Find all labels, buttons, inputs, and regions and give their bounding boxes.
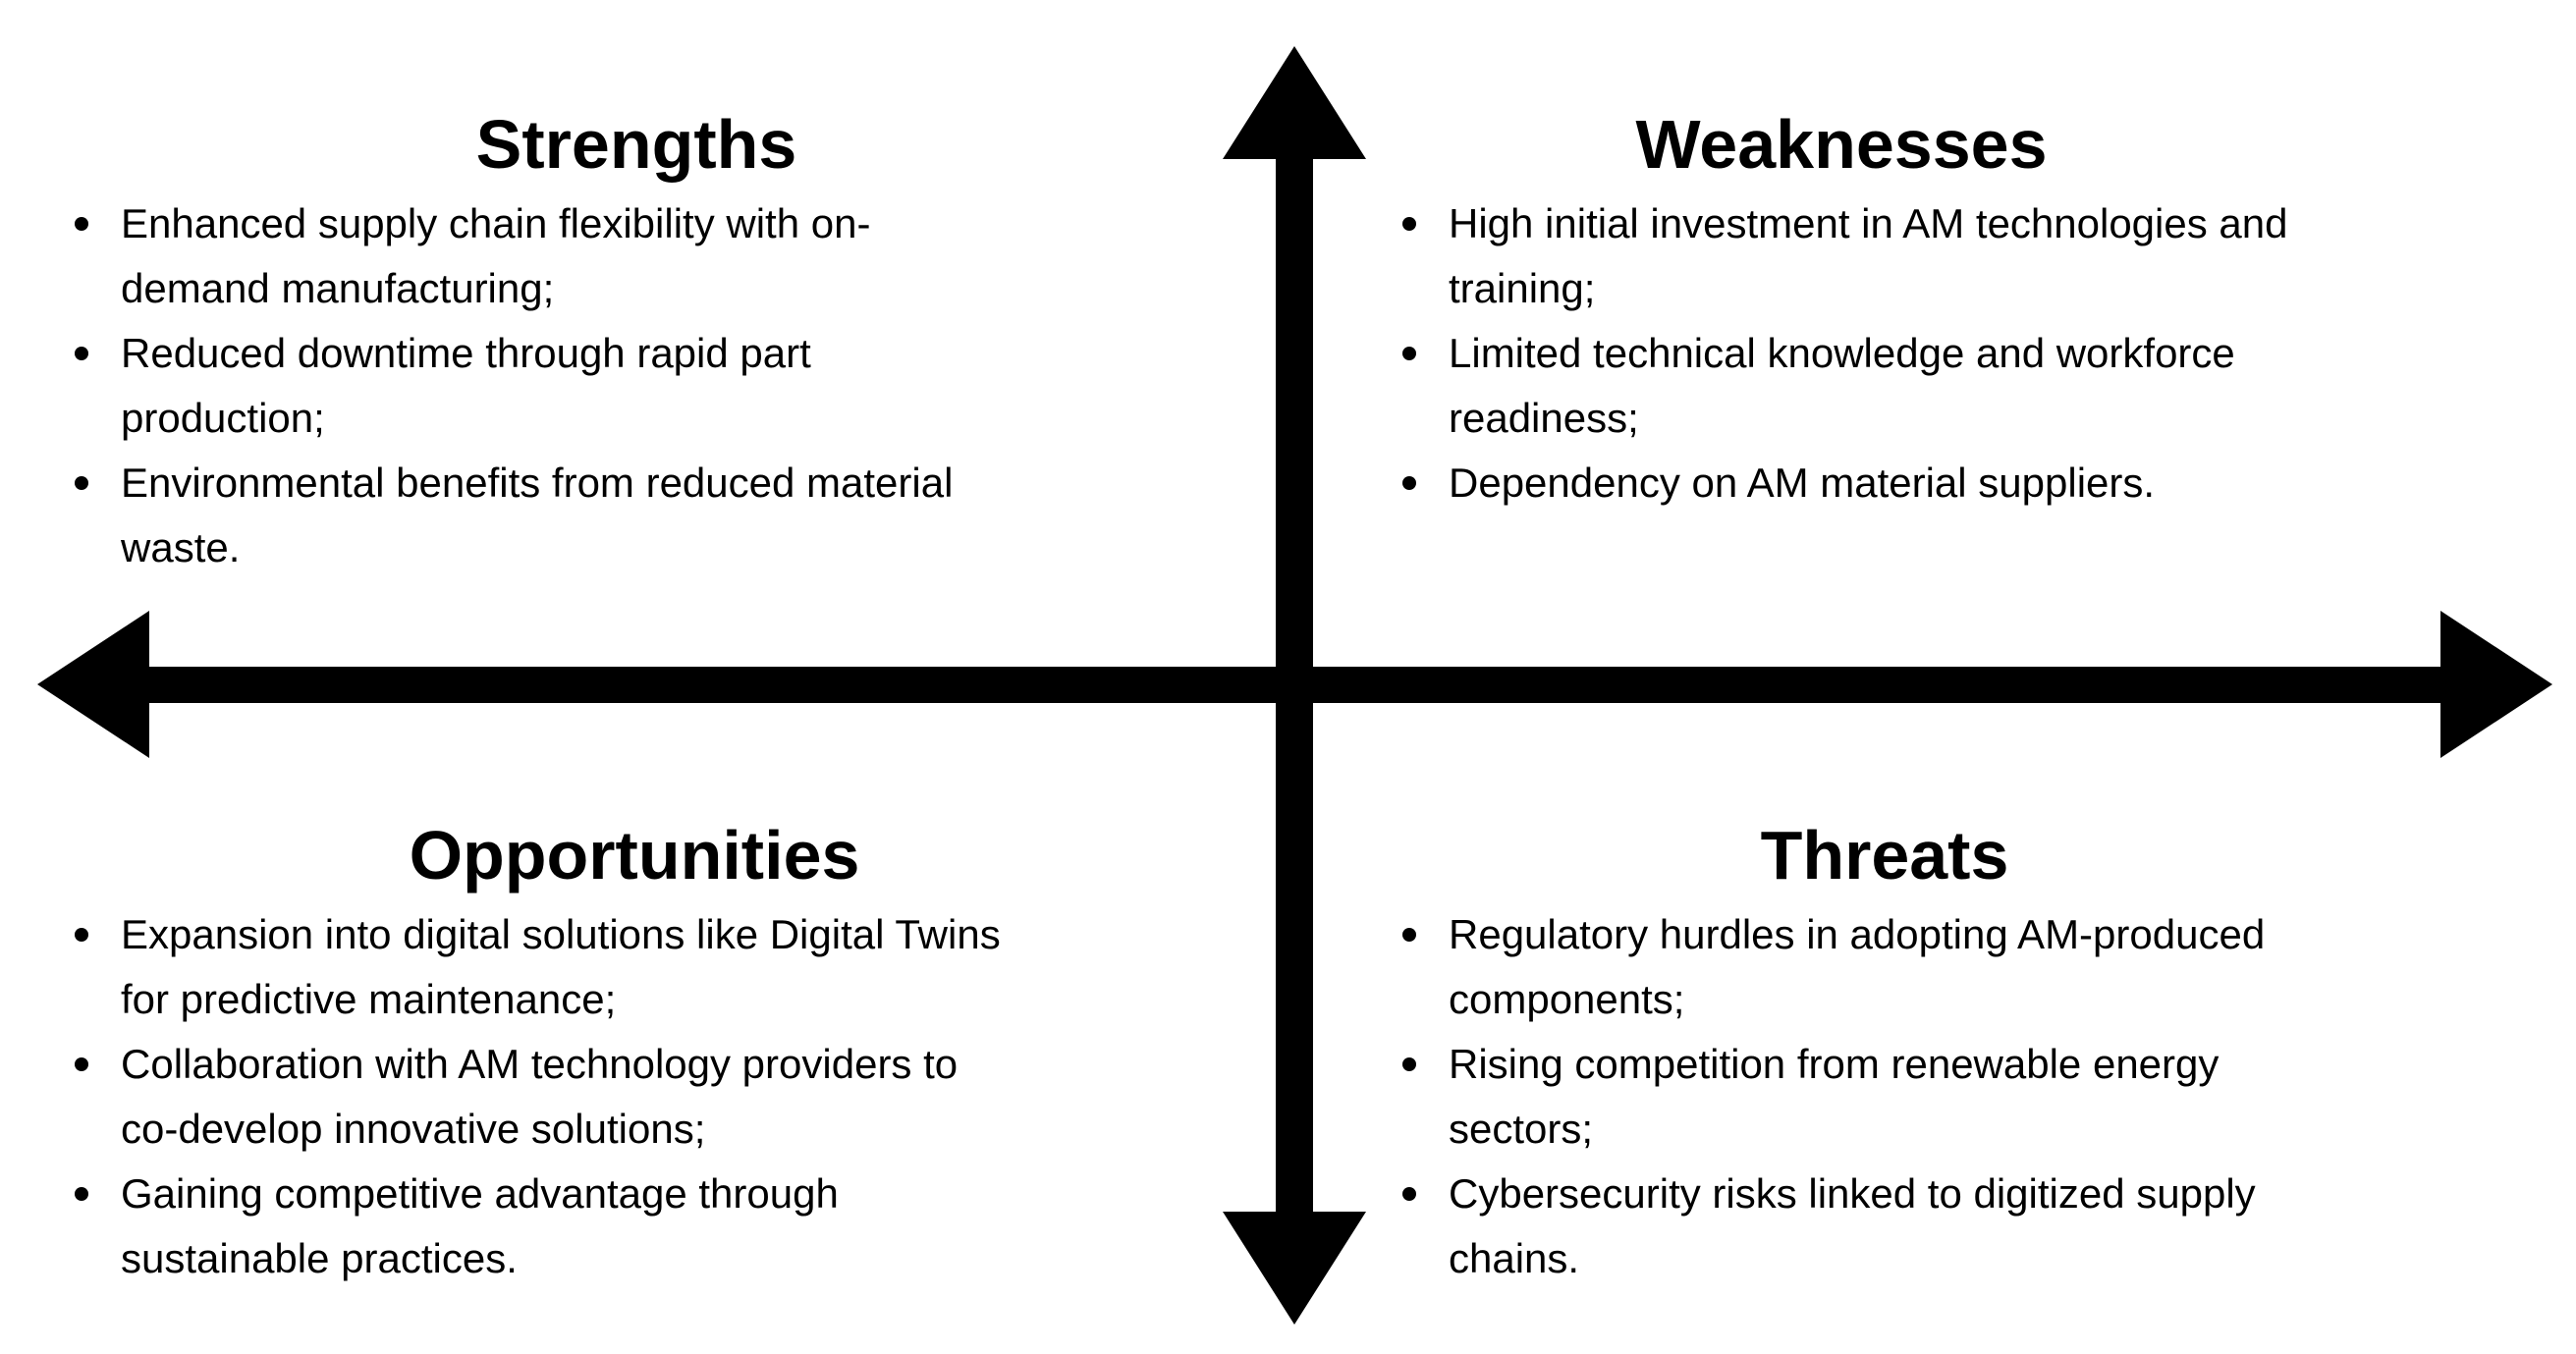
weaknesses-list: High initial investment in AM technologi… — [1402, 191, 2556, 515]
horizontal-axis-arrow-icon — [37, 611, 2552, 758]
list-item-text: Collaboration with AM technology provide… — [121, 1041, 959, 1152]
list-item: Gaining competitive advantage through su… — [75, 1162, 1263, 1291]
list-item: Environmental benefits from reduced mate… — [75, 451, 1263, 580]
strengths-title: Strengths — [475, 106, 797, 184]
weaknesses-title: Weaknesses — [1635, 106, 2048, 184]
list-item-text: Reduced downtime through rapid part prod… — [121, 330, 811, 441]
list-item: Enhanced supply chain flexibility with o… — [75, 191, 1263, 321]
bullet-icon — [75, 476, 88, 490]
list-item-text: Rising competition from renewable energy… — [1449, 1041, 2220, 1152]
list-item-text: Environmental benefits from reduced mate… — [121, 460, 954, 570]
list-item: Rising competition from renewable energy… — [1402, 1032, 2556, 1162]
bullet-icon — [1402, 347, 1416, 360]
list-item-text: Dependency on AM material suppliers. — [1449, 460, 2156, 506]
opportunities-list: Expansion into digital solutions like Di… — [75, 902, 1263, 1291]
list-item-text: Cybersecurity risks linked to digitized … — [1449, 1170, 2256, 1281]
list-item-text: Expansion into digital solutions like Di… — [121, 911, 1001, 1022]
list-item: Cybersecurity risks linked to digitized … — [1402, 1162, 2556, 1291]
strengths-list: Enhanced supply chain flexibility with o… — [75, 191, 1263, 580]
bullet-icon — [75, 347, 88, 360]
list-item-text: Limited technical knowledge and workforc… — [1449, 330, 2235, 441]
list-item: Regulatory hurdles in adopting AM-produc… — [1402, 902, 2556, 1032]
list-item: High initial investment in AM technologi… — [1402, 191, 2556, 321]
list-item: Reduced downtime through rapid part prod… — [75, 321, 1263, 451]
bullet-icon — [1402, 476, 1416, 490]
bullet-icon — [75, 928, 88, 942]
threats-title: Threats — [1760, 817, 2009, 894]
list-item: Dependency on AM material suppliers. — [1402, 451, 2556, 515]
bullet-icon — [1402, 217, 1416, 231]
list-item: Limited technical knowledge and workforc… — [1402, 321, 2556, 451]
list-item-text: Enhanced supply chain flexibility with o… — [121, 200, 871, 311]
bullet-icon — [1402, 928, 1416, 942]
list-item: Expansion into digital solutions like Di… — [75, 902, 1263, 1032]
bullet-icon — [75, 217, 88, 231]
bullet-icon — [75, 1057, 88, 1071]
list-item-text: Regulatory hurdles in adopting AM-produc… — [1449, 911, 2266, 1022]
bullet-icon — [1402, 1057, 1416, 1071]
list-item-text: Gaining competitive advantage through su… — [121, 1170, 839, 1281]
list-item: Collaboration with AM technology provide… — [75, 1032, 1263, 1162]
opportunities-title: Opportunities — [409, 817, 860, 894]
list-item-text: High initial investment in AM technologi… — [1449, 200, 2288, 311]
threats-list: Regulatory hurdles in adopting AM-produc… — [1402, 902, 2556, 1291]
bullet-icon — [1402, 1187, 1416, 1201]
bullet-icon — [75, 1187, 88, 1201]
